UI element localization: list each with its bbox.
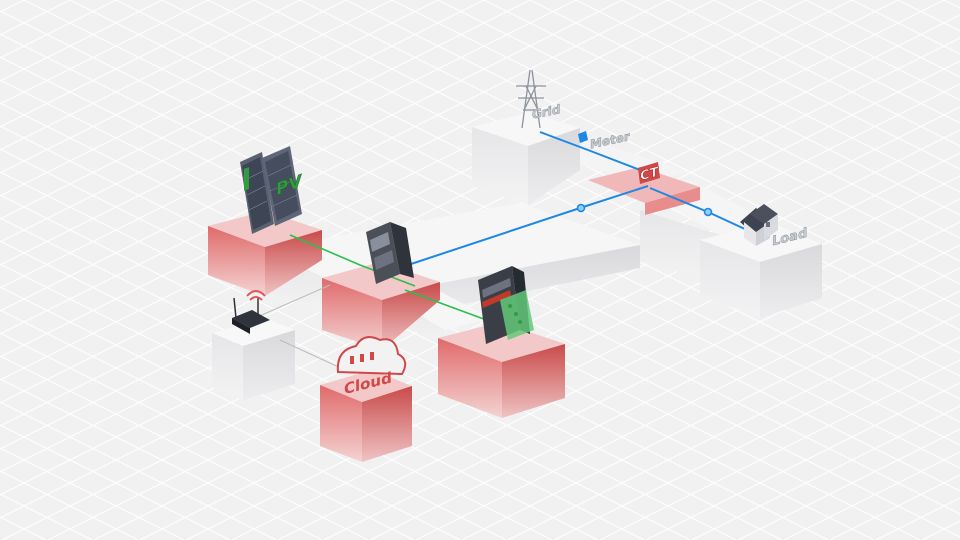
grid-line bbox=[897, 0, 960, 32]
grid-line bbox=[437, 0, 960, 262]
pedestal-ct bbox=[588, 167, 700, 215]
pv-panel-icon bbox=[240, 146, 302, 234]
inverter-icon bbox=[366, 222, 414, 284]
grid-line bbox=[115, 0, 960, 423]
grid-line bbox=[299, 0, 960, 331]
grid-line bbox=[0, 0, 255, 128]
grid-line bbox=[0, 0, 347, 174]
label-ct: CT bbox=[640, 165, 658, 184]
grid-line bbox=[0, 447, 185, 540]
grid-line bbox=[391, 0, 960, 285]
pedestal-router bbox=[212, 318, 295, 400]
network-line-router-cloud bbox=[279, 339, 346, 371]
ac-line-grid-meter bbox=[539, 131, 641, 171]
grid-line bbox=[369, 244, 960, 540]
grid-line bbox=[645, 382, 960, 540]
grid-line bbox=[0, 240, 599, 540]
label-grid: Grid bbox=[532, 102, 560, 122]
grid-line bbox=[0, 0, 623, 312]
grid-line bbox=[621, 0, 960, 170]
pedestal-pv bbox=[208, 211, 322, 296]
grid-line bbox=[667, 0, 960, 147]
pedestal-battery bbox=[438, 322, 565, 418]
grid-line bbox=[0, 171, 737, 540]
grid-line bbox=[553, 336, 960, 540]
grid-line bbox=[0, 0, 301, 151]
grid-line bbox=[415, 267, 960, 540]
grid-line bbox=[851, 0, 960, 55]
network-line-router-inverter bbox=[254, 284, 331, 319]
grid-line bbox=[713, 0, 960, 124]
grid-line bbox=[575, 0, 960, 193]
grid-line bbox=[0, 0, 485, 243]
grid-line bbox=[737, 428, 960, 540]
pedestal-grid bbox=[472, 112, 580, 205]
grid-line bbox=[345, 0, 960, 308]
pedestal-cloud bbox=[320, 370, 412, 462]
grid-line bbox=[0, 332, 415, 540]
grid-line bbox=[599, 359, 960, 540]
house-icon bbox=[740, 204, 778, 246]
cloud-icon bbox=[336, 336, 407, 376]
grid-line bbox=[483, 0, 960, 239]
grid-line bbox=[0, 286, 507, 540]
grid-line bbox=[0, 0, 393, 197]
grid-line bbox=[461, 290, 960, 540]
grid-line bbox=[875, 497, 960, 540]
grid-line bbox=[0, 309, 461, 540]
grid-line bbox=[0, 0, 577, 289]
grid-line bbox=[0, 217, 645, 540]
grid-line bbox=[0, 378, 323, 540]
grid-line bbox=[691, 405, 960, 540]
grid-line bbox=[323, 221, 960, 540]
grid-line bbox=[0, 0, 669, 335]
grid-line bbox=[507, 313, 960, 540]
grid-line bbox=[0, 0, 439, 220]
grid-line bbox=[0, 0, 531, 266]
router-icon bbox=[232, 290, 270, 334]
ct-clamp-icon bbox=[638, 162, 660, 184]
dc-line-pv-inverter bbox=[289, 234, 416, 287]
grid-line bbox=[93, 106, 960, 540]
meter-icon bbox=[578, 131, 588, 143]
grid-line bbox=[0, 401, 277, 540]
junction-node bbox=[576, 203, 586, 213]
battery-icon bbox=[478, 266, 534, 344]
grid-line bbox=[0, 0, 209, 105]
grid-line bbox=[0, 424, 231, 540]
junction-node bbox=[703, 207, 713, 217]
grid-line bbox=[0, 355, 369, 540]
grid-line bbox=[0, 194, 691, 540]
grid-line bbox=[759, 0, 960, 101]
grid-line bbox=[529, 0, 960, 216]
pylon-icon bbox=[516, 69, 546, 129]
